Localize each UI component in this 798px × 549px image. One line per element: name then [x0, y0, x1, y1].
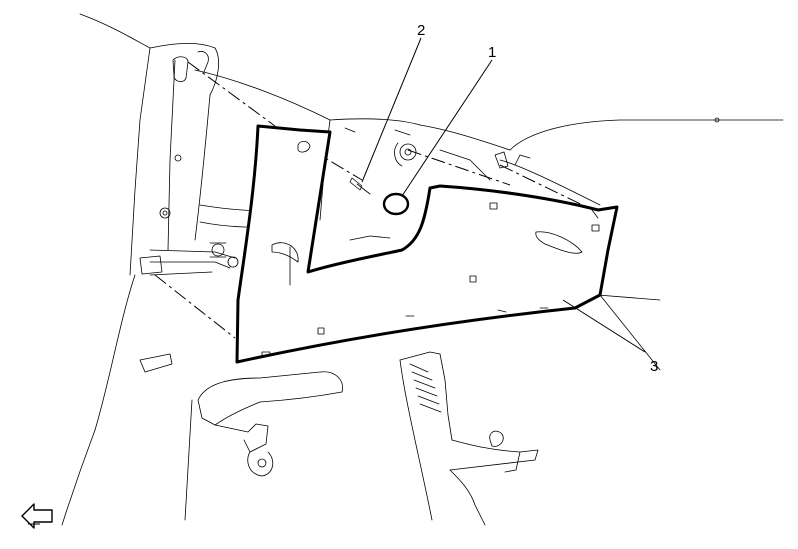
- arrow-icon: [21, 503, 53, 529]
- lower-body-details: [139, 294, 661, 526]
- vehicle-body-structure: [61, 13, 784, 526]
- callout-1-label: 1: [488, 44, 496, 61]
- quarter-trim-panel: [235, 124, 619, 364]
- access-plug: [382, 192, 410, 216]
- retainer-pin: [349, 177, 371, 195]
- callout-2-label: 2: [417, 22, 425, 39]
- leader-lines: [361, 37, 646, 353]
- callout-3-label: 3: [650, 358, 658, 375]
